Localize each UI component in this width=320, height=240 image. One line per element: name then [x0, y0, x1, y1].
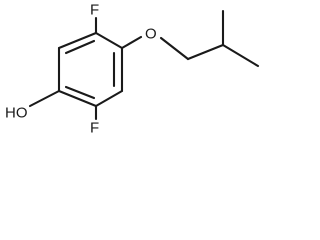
bond-oxygen-ch2 — [159, 36, 190, 61]
isobutyl-chain — [159, 9, 260, 68]
fluorine-bottom-label: F — [90, 120, 99, 137]
ring-bond-c6-c1 — [57, 31, 98, 50]
ring-bond-c1-c2 — [94, 31, 124, 50]
structure-canvas: F F O HO — [0, 0, 264, 138]
bond-c5-hydroxyl — [28, 89, 61, 108]
hydroxyl-label: HO — [5, 105, 28, 122]
ring-double-bond-c4-c5 — [64, 85, 96, 100]
fluorine-top-label: F — [90, 2, 99, 19]
bond-ch2-ch — [186, 43, 225, 61]
benzene-ring — [57, 31, 124, 108]
ring-bond-c3-c4 — [94, 89, 124, 108]
molecule-structure: F F O HO — [5, 2, 260, 137]
bond-c2-oxygen — [120, 35, 143, 50]
ring-double-bond-c1-c6 — [64, 39, 96, 55]
bond-ch-methyl-right — [221, 43, 260, 68]
ring-bond-c4-c5 — [57, 89, 98, 108]
oxygen-label: O — [145, 26, 157, 43]
